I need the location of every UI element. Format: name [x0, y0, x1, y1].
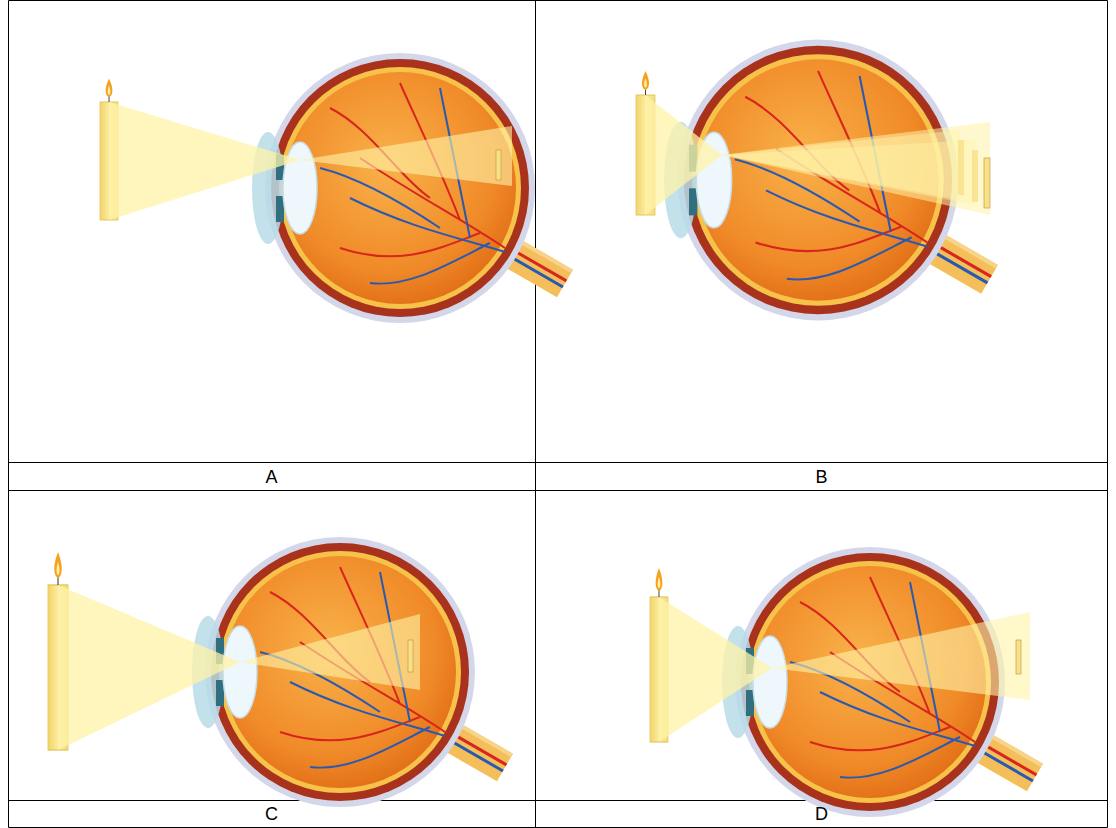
panel-letter: A: [265, 468, 277, 486]
panel-letter: D: [815, 805, 828, 823]
eye-panel-b: [636, 40, 998, 321]
eye-panel-a: [100, 53, 573, 323]
panel-letter: C: [265, 805, 278, 823]
table-grid: [9, 1, 1108, 828]
eye-panel-d: [650, 547, 1043, 817]
eye-panel-c: [48, 537, 513, 807]
panel-letter: B: [815, 468, 827, 486]
